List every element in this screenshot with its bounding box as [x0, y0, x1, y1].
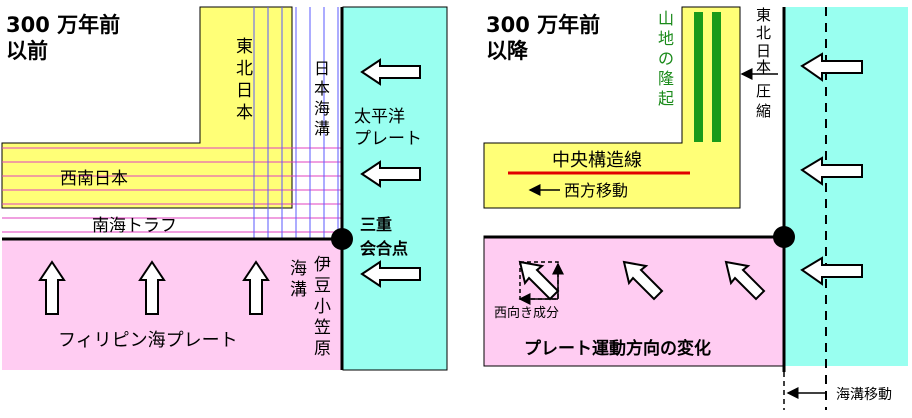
svg-text:豆: 豆	[314, 276, 331, 296]
japan-trench-grid-lines	[253, 7, 339, 238]
uplift-stripe	[712, 12, 721, 142]
west-arrow-icon	[800, 52, 863, 82]
svg-text:溝: 溝	[314, 119, 330, 138]
label-izu-bonin: 伊 豆 小 笠 原	[314, 255, 331, 359]
right-title-line1: 300 万年前	[486, 13, 600, 37]
svg-text:起: 起	[658, 89, 674, 108]
nankai-grid-lines	[2, 147, 342, 233]
svg-text:地: 地	[658, 29, 674, 48]
svg-text:山: 山	[658, 9, 674, 28]
west-arrow-icon	[800, 156, 863, 186]
left-title-line2: 以前	[6, 39, 48, 63]
pacific-plate-arrows-right	[800, 52, 863, 286]
label-trench-migration: 海溝移動	[836, 387, 892, 403]
svg-text:小: 小	[314, 297, 331, 317]
west-arrow-icon	[360, 58, 421, 86]
svg-text:北: 北	[236, 59, 253, 79]
label-median-tectonic-line: 中央構造線	[552, 150, 642, 171]
svg-text:隆: 隆	[658, 69, 674, 88]
north-arrow-icon	[38, 260, 66, 315]
west-arrow-icon	[800, 256, 863, 286]
svg-text:海: 海	[290, 259, 307, 279]
north-arrow-icon	[138, 260, 166, 315]
right-title-line2: 以降	[486, 39, 529, 63]
svg-text:笠: 笠	[314, 318, 331, 338]
triple-junction-dot-right	[773, 226, 795, 248]
label-compression: 圧 縮	[756, 82, 771, 120]
label-northeast-japan-right: 東 北 日 本	[756, 6, 771, 76]
svg-text:圧: 圧	[756, 82, 771, 100]
right-panel: 300 万年前 以降 山 地 の 隆 起 東 北 日 本 圧 縮 中央構造線 西…	[483, 6, 908, 410]
svg-text:原: 原	[314, 339, 331, 359]
svg-text:本: 本	[236, 103, 253, 123]
left-title-line1: 300 万年前	[6, 13, 120, 37]
label-west-component: 西向き成分	[494, 305, 559, 321]
label-philippine-plate: フィリピン海プレート	[58, 330, 238, 351]
svg-text:海: 海	[314, 99, 330, 118]
japan-landmass	[1, 6, 293, 209]
japan-landmass-right	[483, 6, 741, 209]
label-triple-junction-line2: 会合点	[360, 239, 408, 258]
west-arrow-icon	[360, 160, 421, 188]
svg-text:の: の	[658, 49, 674, 68]
svg-text:東: 東	[236, 37, 253, 57]
svg-text:本: 本	[756, 58, 771, 76]
label-mountain-uplift: 山 地 の 隆 起	[658, 9, 674, 108]
label-triple-junction-line1: 三重	[360, 215, 392, 234]
svg-text:日: 日	[236, 81, 253, 101]
label-nankai-trough: 南海トラフ	[92, 216, 177, 236]
label-japan-trench: 日 本 海 溝	[314, 59, 330, 138]
philippine-plate-arrows-right	[518, 260, 766, 301]
northwest-arrow-icon	[622, 260, 664, 301]
svg-text:溝: 溝	[290, 280, 307, 300]
pacific-plate-arrows	[360, 58, 421, 288]
label-westward-motion: 西方移動	[564, 181, 628, 200]
svg-text:本: 本	[314, 79, 330, 98]
label-northeast-japan-left: 東 北 日 本	[236, 37, 253, 123]
svg-text:北: 北	[756, 24, 771, 42]
label-pacific-plate-line2: プレート	[354, 129, 422, 149]
label-plate-direction-change: プレート運動方向の変化	[524, 338, 711, 359]
svg-text:東: 東	[756, 6, 771, 24]
northwest-arrow-icon	[724, 260, 766, 301]
svg-text:日: 日	[756, 42, 771, 60]
pacific-plate	[342, 6, 448, 371]
northwest-arrow-icon	[518, 260, 560, 301]
left-panel: 300 万年前 以前 東 北 日 本 西南日本 日 本 海 溝 太平洋 プレート…	[1, 6, 448, 371]
svg-text:伊: 伊	[314, 255, 331, 275]
svg-text:日: 日	[314, 59, 330, 78]
north-arrow-icon	[242, 260, 270, 315]
label-pacific-plate-line1: 太平洋	[354, 107, 405, 127]
label-izu-bonin-trench-suffix: 海 溝	[290, 259, 307, 300]
svg-text:縮: 縮	[756, 102, 771, 120]
label-southwest-japan: 西南日本	[60, 169, 128, 189]
west-component-diagram	[518, 261, 564, 305]
philippine-plate-arrows	[38, 260, 270, 315]
triple-junction-dot	[331, 228, 353, 250]
west-arrow-icon	[360, 260, 421, 288]
philippine-sea-plate-right	[483, 235, 785, 367]
uplift-stripe	[694, 12, 703, 142]
